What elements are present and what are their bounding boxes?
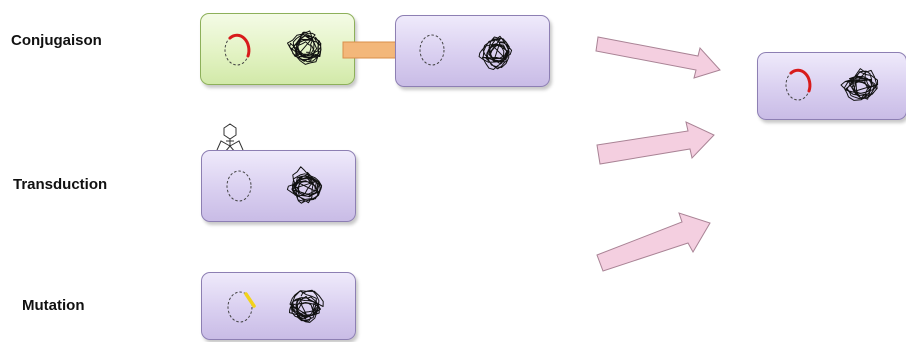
- chromosome-icon: [289, 289, 324, 323]
- resulting-bacterium: [757, 52, 906, 120]
- outcome-arrow-mutation: [596, 212, 711, 272]
- donor-bacterium: [200, 13, 355, 85]
- plasmid-icon: [227, 291, 256, 323]
- plasmid-icon: [419, 34, 445, 66]
- row-label-conjugaison: Conjugaison: [11, 32, 102, 49]
- outcome-arrow-transduction: [596, 121, 715, 165]
- outcome-arrow-conjugaison: [595, 36, 721, 79]
- chromosome-icon: [287, 30, 322, 65]
- transduction-bacterium: [201, 150, 356, 222]
- plasmid-icon: [226, 170, 252, 202]
- row-label-transduction: Transduction: [13, 176, 108, 193]
- chromosome-icon: [478, 35, 513, 70]
- row-label-mutation: Mutation: [22, 297, 85, 314]
- mutation-bacterium: [201, 272, 356, 340]
- plasmid-icon: [224, 33, 251, 66]
- chromosome-icon: [286, 166, 323, 204]
- chromosome-icon: [840, 68, 879, 101]
- plasmid-icon: [785, 68, 812, 101]
- bacteriophage-icon: [216, 123, 244, 153]
- recipient-bacterium: [395, 15, 550, 87]
